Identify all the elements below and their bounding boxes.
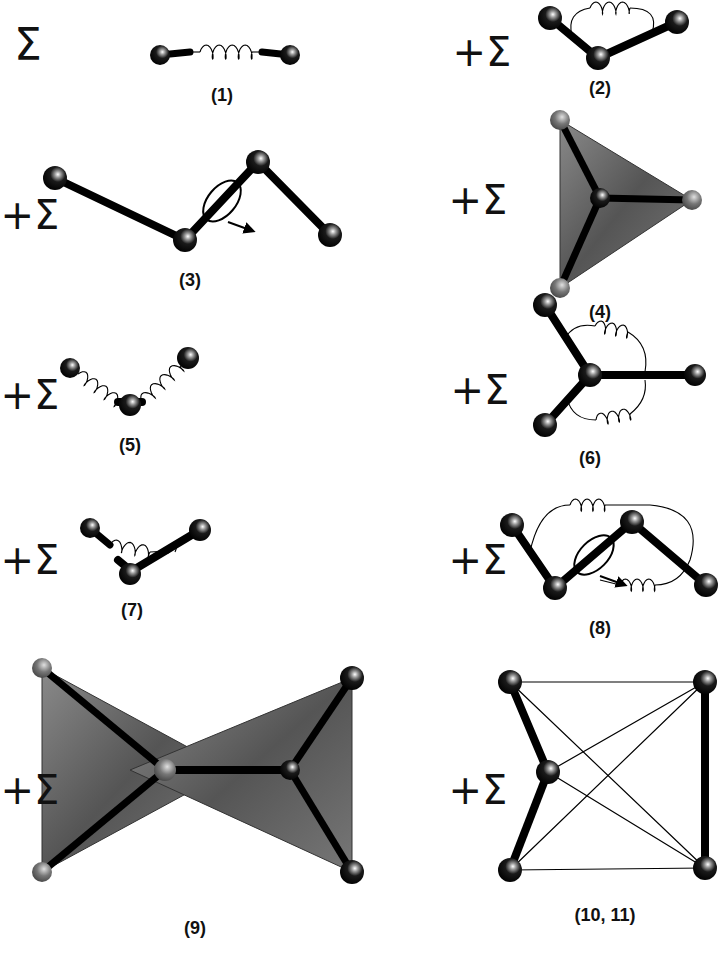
term-number: (10, 11) — [574, 906, 635, 924]
term-number: (4) — [589, 303, 611, 321]
term-number: (6) — [579, 449, 601, 467]
sum-sign: +Σ — [1, 195, 60, 235]
sum-sign: +Σ — [449, 180, 508, 220]
tetrahedron — [560, 120, 692, 288]
atoms — [32, 6, 718, 884]
spring-coil — [570, 499, 605, 511]
term-number: (9) — [184, 919, 206, 937]
spring-coil — [78, 372, 118, 407]
spring-wire — [168, 546, 176, 553]
spring-wire — [630, 380, 645, 414]
spring-wire — [150, 551, 170, 553]
spring-coil — [200, 45, 252, 59]
term-number: (2) — [589, 79, 611, 97]
spring-coil — [595, 321, 628, 338]
spring-wire — [650, 505, 693, 585]
sum-sign: +Σ — [1, 375, 60, 415]
sum-sign: +Σ — [1, 540, 60, 580]
sum-sign: +Σ — [449, 770, 508, 810]
spring-coil — [141, 366, 184, 402]
term-number: (3) — [179, 271, 201, 289]
spring-wire — [571, 8, 590, 36]
sum-sign: Σ — [14, 23, 42, 67]
term-number: (8) — [589, 619, 611, 637]
spring-coil — [590, 2, 630, 14]
sum-sign: +Σ — [453, 32, 512, 72]
term-number: (7) — [121, 601, 143, 619]
spring-coil — [596, 409, 631, 424]
tetrahedra-pair — [42, 668, 352, 872]
spring-wire — [567, 398, 596, 420]
spring-wire — [630, 8, 654, 33]
sum-sign: +Σ — [449, 540, 508, 580]
spring-wire — [628, 332, 646, 372]
torsion-arrows — [196, 174, 622, 584]
spring-wire — [605, 504, 650, 505]
spring-wire — [190, 51, 200, 52]
sum-sign: +Σ — [451, 370, 510, 410]
spring-wire — [252, 51, 262, 52]
term-number: (1) — [211, 86, 233, 104]
spring-coil — [620, 579, 655, 591]
sum-sign: +Σ — [1, 770, 60, 810]
springs — [78, 2, 693, 591]
spring-coil — [110, 540, 150, 558]
spring-wire — [530, 505, 570, 552]
spring-wire — [565, 325, 595, 338]
term-number: (5) — [119, 436, 141, 454]
